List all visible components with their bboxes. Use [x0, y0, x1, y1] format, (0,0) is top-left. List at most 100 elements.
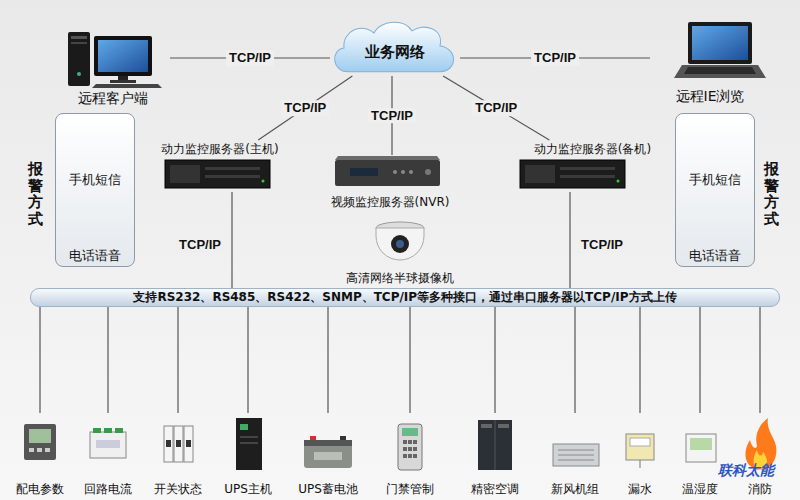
text-slot: 电话语音 — [56, 248, 134, 264]
access-control-icon-part — [403, 447, 407, 451]
power-meter-icon-part — [29, 448, 34, 452]
power-meter-icon-part — [45, 448, 50, 452]
pc-icon-part — [71, 42, 87, 44]
connector — [443, 76, 549, 140]
fire-sensor-device: 消防 — [731, 413, 789, 497]
precision-ac-icon — [478, 420, 512, 470]
edge-label: TCP/IP — [226, 50, 274, 66]
pc-icon-part — [71, 36, 87, 39]
connector — [759, 307, 760, 413]
node-label: 高清网络半球摄像机 — [346, 271, 454, 285]
nvr-icon-part — [335, 156, 440, 160]
access-control-icon-part — [403, 440, 407, 444]
precision-ac-device: 精密空调 — [466, 413, 524, 497]
access-control-icon-part — [408, 447, 412, 451]
precision-ac-icon-part — [495, 420, 496, 470]
ups-battery-device: UPS蓄电池 — [294, 413, 362, 497]
node-label: 漏水 — [628, 482, 652, 496]
edge-label: TCP/IP — [281, 100, 329, 116]
ups-cabinet-icon-part — [240, 424, 248, 430]
nvr-icon-part — [335, 160, 440, 186]
breaker-icon-part — [186, 440, 191, 447]
node-label: UPS蓄电池 — [298, 482, 358, 496]
nvr-icon-part — [393, 170, 397, 174]
connector — [639, 307, 640, 413]
node-label: 手机短信 — [676, 172, 754, 188]
alarm-panel: 报警方式手机短信电话语音 — [675, 113, 755, 267]
ups-cabinet-icon — [236, 418, 262, 470]
watermark: 联科太能 — [718, 462, 774, 479]
client-pc: 远程客户端 — [55, 24, 170, 108]
node-label: 业务网络 — [365, 43, 425, 61]
pc-icon-part — [94, 36, 152, 76]
ups-cabinet-icon-part — [240, 436, 258, 438]
backup-server: 动力监控服务器(备机) — [515, 140, 670, 192]
breaker-icon-part — [184, 426, 193, 462]
temp-humidity-icon-part — [690, 438, 712, 450]
laptop-icon-part — [692, 26, 748, 60]
node-label: 远程客户端 — [78, 90, 148, 107]
server-icon-part — [205, 167, 260, 170]
leak-sensor-icon-part — [630, 438, 650, 446]
node-label: 新风机组 — [551, 482, 599, 496]
alarm-heading: 报警方式 — [764, 161, 779, 227]
temp-humidity-sensor-device: 温湿度 — [671, 413, 729, 497]
edge-label: TCP/IP — [472, 100, 520, 116]
access-control-icon-part — [398, 424, 422, 470]
interface-bus: 支持RS232、RS485、RS422、SNMP、TCP/IP等多种接口，通过串… — [30, 288, 780, 307]
node-label: 电话语音 — [676, 248, 754, 264]
connector — [569, 192, 570, 288]
current-module-icon-part — [96, 440, 120, 448]
dome-camera-icon-part — [396, 240, 404, 248]
node-label: 消防 — [748, 482, 772, 496]
dome-camera-icon-part — [376, 228, 424, 260]
fresh-air-unit-icon-part — [558, 460, 594, 461]
nvr-server: 视频监控服务器(NVR) — [322, 155, 458, 210]
current-module-device: 回路电流 — [79, 413, 137, 497]
label-slot: TCP/IP — [472, 100, 520, 116]
text-slot: 报警方式 — [28, 161, 45, 227]
node-label: 动力监控服务器(主机) — [161, 142, 278, 156]
breaker-icon-part — [164, 426, 173, 462]
node-label: 手机短信 — [56, 172, 134, 188]
label-slot: TCP/IP — [531, 50, 579, 66]
laptop: 远程IE浏览 — [650, 20, 770, 106]
access-control-icon-part — [403, 454, 407, 458]
text-slot: 手机短信 — [56, 172, 134, 188]
ups-cabinet-icon-part — [240, 442, 258, 444]
pc-icon-part — [110, 80, 136, 83]
network-cloud: 业务网络 — [330, 18, 460, 76]
breaker-icon-part — [174, 426, 183, 462]
connector — [39, 307, 40, 413]
access-control-icon — [398, 424, 422, 470]
edge-label: TCP/IP — [368, 108, 416, 124]
label-slot: TCP/IP — [176, 237, 224, 253]
breaker-icon-part — [166, 440, 171, 447]
breaker-icon — [164, 426, 193, 462]
label-slot: TCP/IP — [281, 100, 329, 116]
pc-icon-part — [77, 72, 81, 76]
server-icon-part — [165, 160, 270, 188]
current-module-icon — [90, 428, 126, 458]
breaker-device: 开关状态 — [149, 413, 207, 497]
battery-icon-part — [304, 440, 352, 446]
leak-sensor-icon-part — [626, 434, 654, 460]
cloud-outline — [335, 22, 454, 71]
node-label: 回路电流 — [84, 482, 132, 496]
node-label: 温湿度 — [682, 482, 718, 496]
node-label: 开关状态 — [154, 482, 202, 496]
leak-sensor-icon-part — [640, 460, 641, 468]
nvr-icon-part — [409, 170, 413, 174]
pc-icon — [68, 32, 162, 88]
server-icon — [520, 160, 625, 188]
text-slot: 报警方式 — [764, 161, 781, 227]
connector — [327, 307, 328, 413]
power-meter-icon-part — [24, 424, 56, 460]
temp-humidity-icon — [686, 434, 716, 462]
laptop-icon-part — [674, 65, 766, 78]
node-label: 门禁管制 — [386, 482, 434, 496]
connector — [258, 76, 352, 140]
pc-icon-part — [118, 76, 128, 80]
laptop-icon — [674, 22, 766, 78]
